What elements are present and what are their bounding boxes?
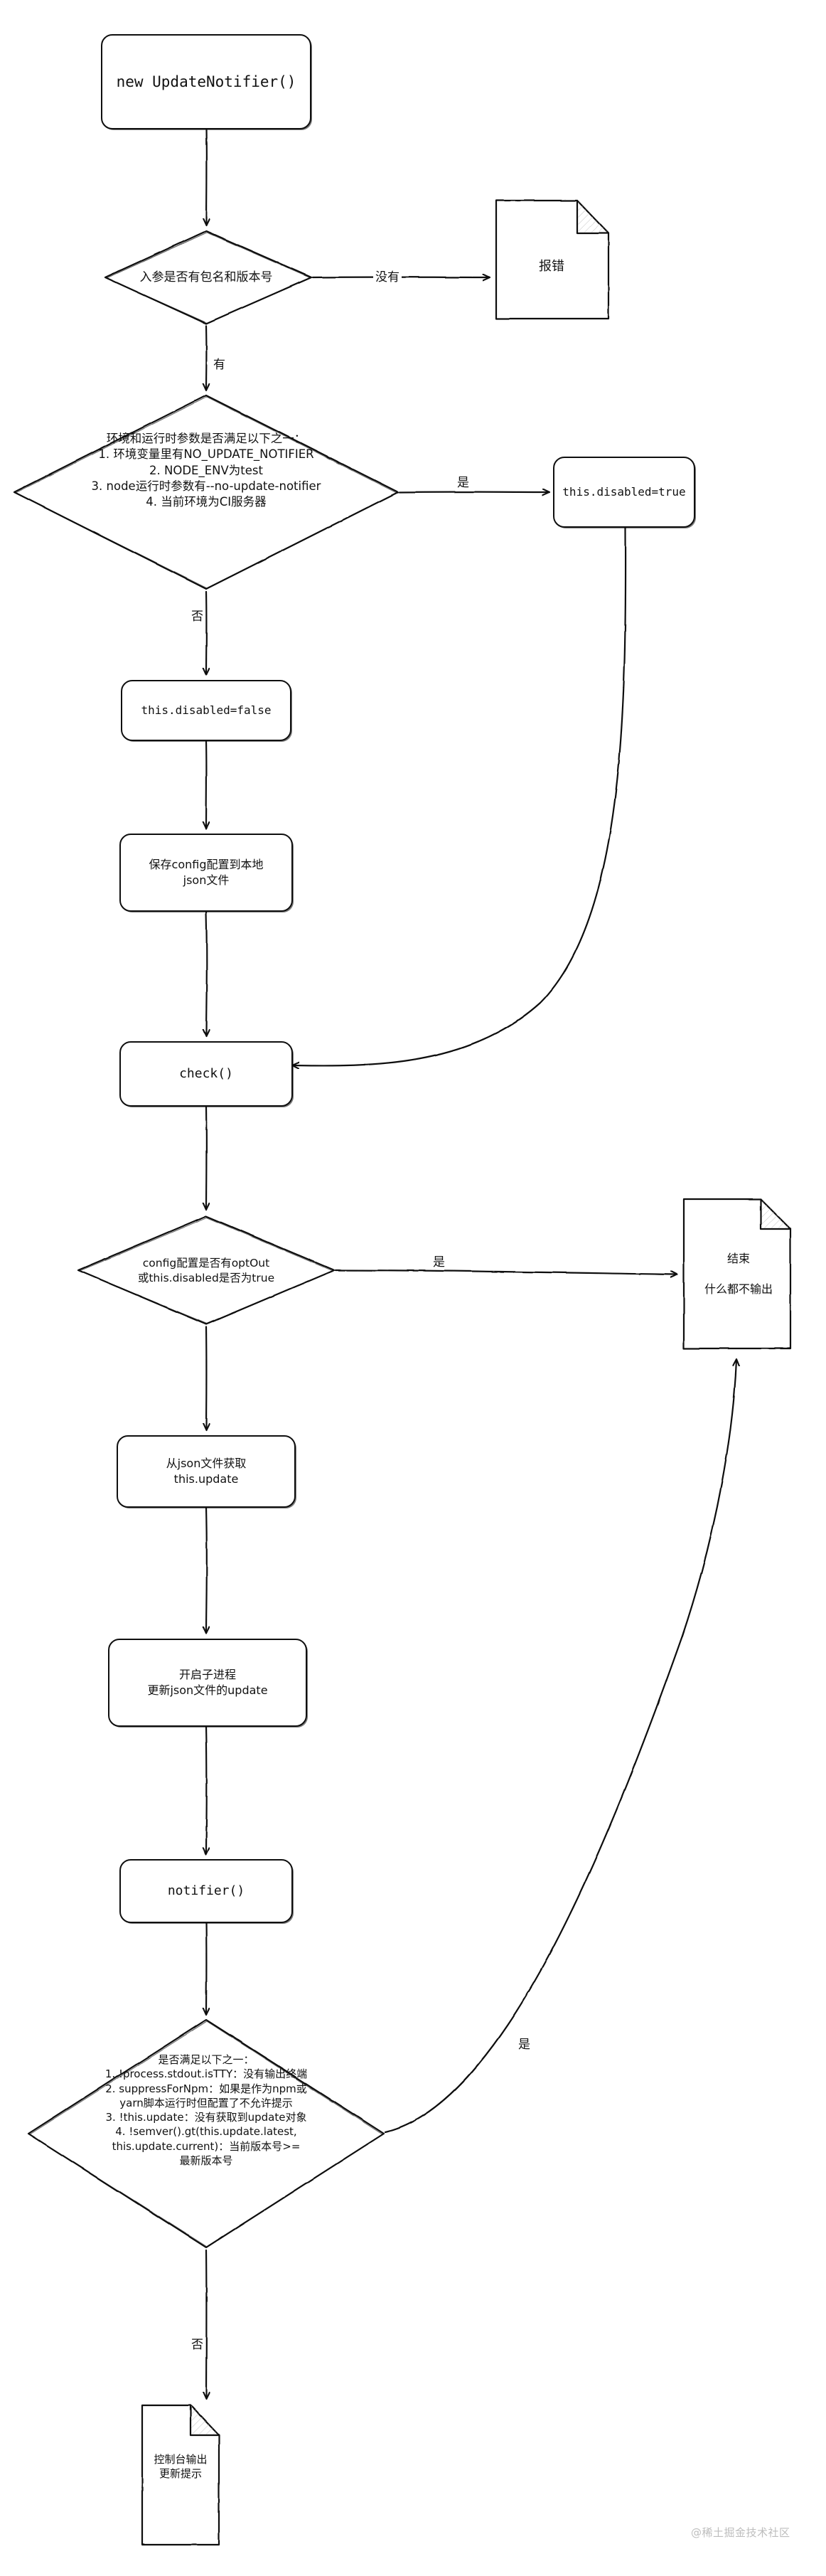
node-check[interactable]: check() [119, 1041, 293, 1107]
edge-label-optout-yes: 是 [431, 1252, 447, 1270]
node-decision-optout[interactable]: config配置是否有optOut 或this.disabled是否为true [75, 1250, 337, 1292]
edge-save-to-check [206, 910, 207, 1036]
node-get-update-label: 从json文件获取 this.update [166, 1457, 247, 1486]
node-decision-env-label: 环境和运行时参数是否满足以下之一： 1. 环境变量里有NO_UPDATE_NOT… [91, 432, 321, 509]
edge-label-env-yes-text: 是 [457, 476, 469, 490]
node-decision-final-label: 是否满足以下之一： 1. !process.stdout.isTTY：没有输出终… [104, 2053, 308, 2167]
node-start[interactable]: new UpdateNotifier() [101, 34, 311, 129]
shape-console-doc [141, 2404, 220, 2546]
node-get-update[interactable]: 从json文件获取 this.update [117, 1435, 296, 1508]
node-console-output-label: 控制台输出 更新提示 [154, 2452, 208, 2480]
node-console-output[interactable]: 控制台输出 更新提示 [142, 2441, 219, 2492]
edge-label-has-args-text: 有 [213, 358, 225, 372]
edge-final-to-end [384, 1360, 736, 2134]
edge-label-final-no: 否 [189, 2334, 205, 2352]
edge-label-final-yes-text: 是 [518, 2038, 530, 2052]
node-error-doc[interactable]: 报错 [498, 252, 606, 281]
node-disabled-true-label: this.disabled=true [562, 485, 686, 499]
watermark: @稀土掘金技术社区 [691, 2525, 790, 2540]
shape-decision-args [104, 230, 313, 325]
edge-label-final-no-text: 否 [191, 2338, 203, 2352]
edge-optout-to-end [334, 1269, 677, 1274]
edge-label-env-yes: 是 [455, 472, 471, 490]
node-end-doc-label: 结束 什么都不输出 [704, 1251, 773, 1296]
edge-disabledtrue-to-check [293, 526, 627, 1065]
node-decision-args[interactable]: 入参是否有包名和版本号 [107, 263, 306, 292]
node-save-config-label: 保存config配置到本地 json文件 [149, 858, 264, 887]
shape-end-doc [682, 1198, 792, 1350]
node-notifier-label: notifier() [167, 1883, 245, 1898]
edge-label-env-no-text: 否 [191, 610, 203, 624]
node-disabled-false-label: this.disabled=false [141, 703, 272, 718]
node-error-doc-label: 报错 [539, 258, 564, 274]
edge-label-optout-yes-text: 是 [433, 1255, 445, 1270]
shape-decision-optout [77, 1215, 336, 1326]
node-decision-final[interactable]: 是否满足以下之一： 1. !process.stdout.isTTY：没有输出终… [21, 2053, 391, 2223]
edge-label-final-yes: 是 [516, 2034, 532, 2052]
edge-label-no-args-text: 没有 [375, 270, 399, 284]
edge-label-no-args: 没有 [373, 267, 402, 284]
node-start-label: new UpdateNotifier() [116, 73, 296, 90]
node-decision-optout-label: config配置是否有optOut 或this.disabled是否为true [137, 1257, 275, 1284]
node-disabled-false[interactable]: this.disabled=false [121, 680, 291, 741]
node-notifier[interactable]: notifier() [119, 1859, 293, 1923]
node-decision-args-label: 入参是否有包名和版本号 [139, 270, 273, 284]
shape-decision-final [27, 2018, 385, 2249]
node-end-doc[interactable]: 结束 什么都不输出 [687, 1235, 790, 1313]
node-decision-env[interactable]: 环境和运行时参数是否满足以下之一： 1. 环境变量里有NO_UPDATE_NOT… [14, 431, 398, 559]
node-check-label: check() [179, 1065, 233, 1081]
watermark-text: @稀土掘金技术社区 [691, 2526, 790, 2539]
shape-decision-env [13, 394, 399, 590]
node-save-config[interactable]: 保存config配置到本地 json文件 [119, 834, 293, 912]
edge-label-has-args: 有 [211, 354, 227, 372]
node-disabled-true[interactable]: this.disabled=true [553, 457, 695, 528]
edge-child-to-notifier [206, 1725, 207, 1853]
node-child-process-label: 开启子进程 更新json文件的update [147, 1668, 268, 1697]
shape-error-doc [495, 199, 610, 320]
edge-getupdate-to-child [206, 1506, 207, 1633]
edge-label-env-no: 否 [189, 606, 205, 624]
node-child-process[interactable]: 开启子进程 更新json文件的update [108, 1639, 307, 1727]
